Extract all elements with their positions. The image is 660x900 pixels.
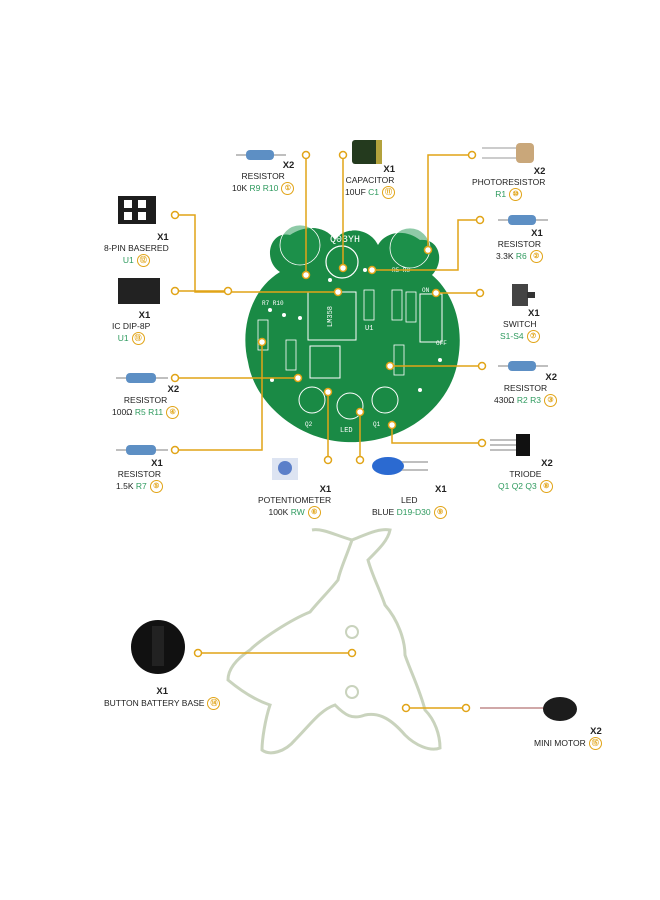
- resistor-1k5-icon: [116, 445, 168, 455]
- pcb-board: SFT Q03YH LM358 U1 LED ON OFF R7 R10 R5 …: [245, 224, 460, 443]
- triode-icon: [490, 434, 530, 456]
- photoresistor-icon: [482, 143, 534, 163]
- svg-text:Q2: Q2: [305, 421, 313, 428]
- potentiometer-icon: [272, 458, 298, 480]
- battery-base-icon: [131, 620, 185, 674]
- resistor-430-icon: [498, 361, 548, 371]
- resistor-3k3-icon: [498, 215, 548, 225]
- svg-text:Q03YH: Q03YH: [330, 235, 360, 246]
- capacitor-icon: [352, 140, 382, 164]
- switch-icon: [512, 284, 535, 306]
- leader-dots: [170, 150, 487, 713]
- svg-text:OFF: OFF: [436, 340, 447, 347]
- svg-text:U1: U1: [365, 325, 373, 333]
- svg-text:ON: ON: [422, 287, 430, 294]
- resistor-100-icon: [116, 373, 168, 383]
- tripod-frame: [226, 528, 442, 755]
- svg-text:LED: LED: [340, 427, 353, 435]
- svg-text:SFT: SFT: [336, 224, 354, 235]
- ic-chip-icon: [118, 278, 160, 304]
- led-icon: [372, 457, 428, 475]
- svg-text:Q1: Q1: [373, 421, 381, 428]
- ic-socket-icon: [118, 196, 156, 224]
- mini-motor-icon: [480, 697, 577, 721]
- leader-lines: [175, 154, 482, 709]
- svg-text:R7 R10: R7 R10: [262, 300, 284, 307]
- resistor-10k-icon: [236, 150, 286, 160]
- svg-text:LM358: LM358: [327, 306, 335, 327]
